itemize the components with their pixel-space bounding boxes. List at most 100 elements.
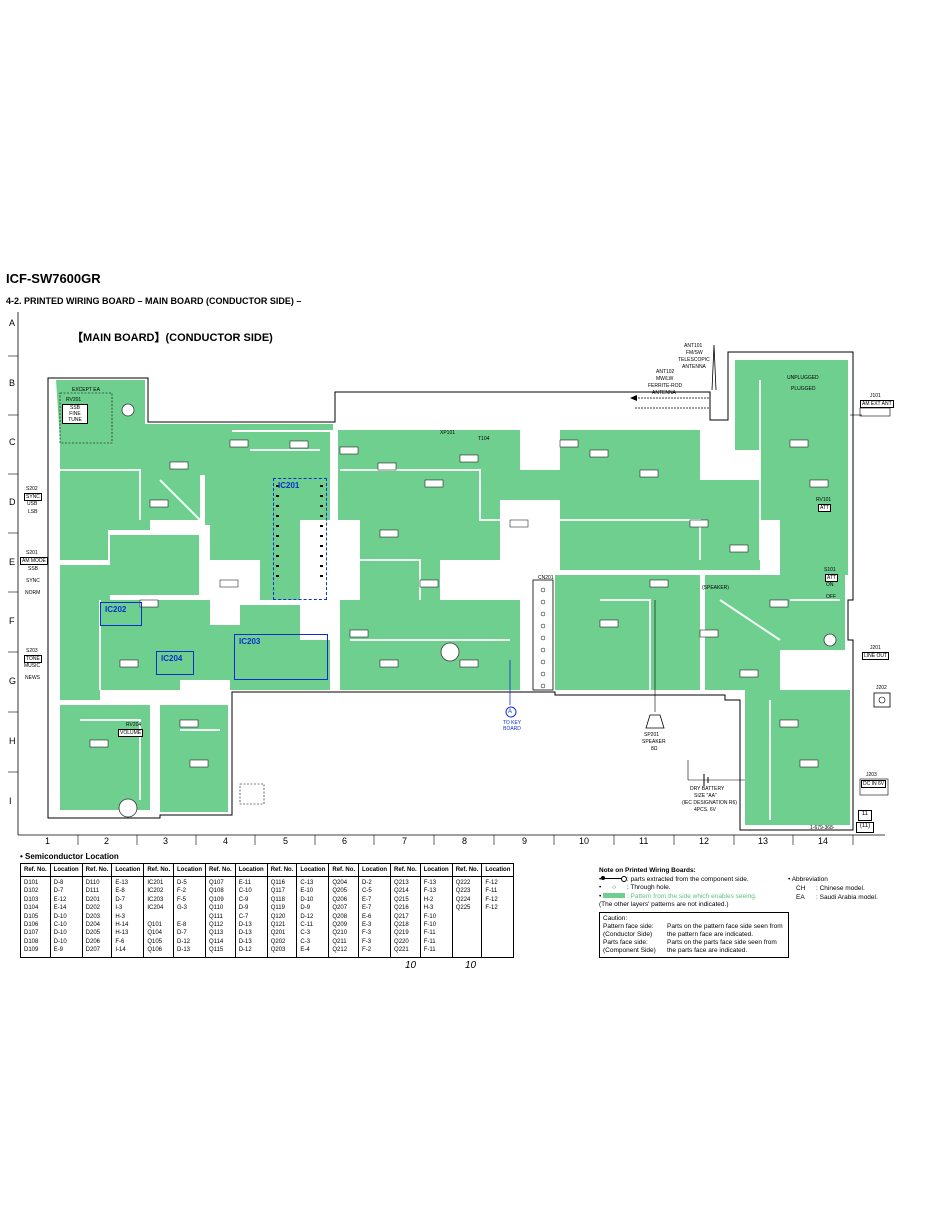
ref-no-cell: Q222 [455, 880, 471, 886]
location-cell: C-3 [300, 930, 311, 937]
pattern-face-side: Pattern face side: [603, 923, 654, 930]
battery-size-label: SIZE "AA" [694, 793, 717, 799]
ref-no-cell: Q212 [332, 947, 348, 954]
ref-no-cell: Q211 [332, 938, 347, 945]
ic201-label: IC201 [278, 481, 300, 490]
ref-no-cell: Q203 [270, 947, 286, 954]
tone-label: TONE [24, 655, 42, 663]
extracted-parts-symbol-icon [601, 876, 628, 883]
location-cell: E-14 [53, 905, 67, 912]
board-part-number: 1-679-368- [810, 825, 835, 831]
location-cell: D-9 [238, 905, 249, 912]
col-label-8: 8 [462, 836, 468, 846]
to-key-board-label: TO KEY BOARD [502, 720, 522, 732]
ref-no-cell: Q101 [147, 921, 163, 928]
ref-no-cell: Q108 [209, 888, 224, 895]
location-cell: D-10 [53, 938, 67, 945]
am-mode-label: AM MODE [20, 557, 48, 565]
notes-title: Note on Printed Wiring Boards: [599, 867, 696, 874]
location-cell: D-13 [238, 921, 252, 928]
rv204-label: RV204 [126, 722, 142, 728]
location-cell: H-13 [115, 930, 129, 937]
location-cell: E-9 [53, 947, 64, 954]
speaker-label: SPEAKER [642, 739, 666, 745]
col-label-5: 5 [283, 836, 289, 846]
location-cell: F-3 [362, 938, 372, 945]
location-cell: D-13 [238, 930, 252, 937]
music-label: MUSIC [24, 663, 41, 669]
ref-no-cell: Q214 [394, 888, 409, 895]
key-board-connector-marker: A [508, 709, 513, 715]
location-cell: D-10 [53, 930, 67, 937]
ref-no-cell: Q205 [332, 888, 348, 895]
ref-no-cell: Q204 [332, 880, 348, 886]
location-cell: D-7 [177, 930, 187, 937]
lsb-label: LSB [28, 509, 38, 515]
battery-iec-label: (IEC DESIGNATION R6) [682, 800, 737, 806]
dc-in-label: DC IN 6V [861, 780, 887, 788]
row-label-b: B [9, 378, 16, 388]
note-line-1: : parts extracted from the component sid… [626, 875, 749, 883]
wiring-board-notes: Note on Printed Wiring Boards: • : parts… [599, 867, 757, 908]
location-cell [485, 913, 510, 921]
location-cell: D-2 [362, 880, 372, 886]
col-header-ref: Ref. No. [20, 863, 51, 877]
ref-no-cell: Q117 [270, 888, 285, 895]
location-cell: F-12 [485, 905, 498, 912]
t104-label: T104 [478, 436, 490, 442]
location-cell: E-12 [53, 896, 67, 903]
ic202-label: IC202 [105, 605, 127, 614]
j203-label: J203 [866, 772, 877, 778]
parts-face-desc: Parts on the parts face side seen from t… [667, 939, 777, 954]
ic203-label: IC203 [239, 637, 261, 646]
revision-mark: 11 [858, 810, 872, 821]
ref-no-cell: Q221 [394, 947, 409, 954]
semiconductor-location-title: • Semiconductor Location [20, 852, 119, 861]
location-cell: F-11 [485, 888, 498, 895]
ref-no-cell: Q223 [455, 888, 471, 895]
location-cell: F-12 [485, 880, 498, 886]
revision-mark-paren: (11) [856, 822, 874, 833]
rv201-label: RV201 [66, 397, 82, 403]
location-cell: I-14 [115, 947, 126, 954]
col-label-4: 4 [223, 836, 229, 846]
through-hole-symbol-icon: ○ [612, 884, 617, 891]
ref-no-cell: Q105 [147, 938, 163, 945]
ref-no-cell: D105 [24, 913, 39, 920]
col-header-loc: Location [296, 863, 330, 877]
location-cell: E-10 [300, 888, 314, 895]
ref-no-cell: IC204 [147, 905, 164, 912]
ref-no-cell: D110 [85, 880, 100, 886]
ref-no-cell: Q219 [394, 930, 409, 937]
location-cell: E-6 [362, 913, 372, 920]
ref-no-cell: Q207 [332, 905, 348, 912]
ref-no-cell: Q213 [394, 880, 409, 886]
location-cell: D-13 [177, 947, 191, 954]
row-label-c: C [9, 437, 16, 447]
news-label: NEWS [25, 675, 40, 681]
location-cell: C-13 [300, 880, 314, 886]
ref-no-cell: Q119 [270, 905, 285, 912]
ref-no-cell: Q104 [147, 930, 163, 937]
location-cell: D-13 [238, 938, 252, 945]
s101-label: S101 [824, 567, 836, 573]
col-header-ref: Ref. No. [205, 863, 236, 877]
col-header-loc: Location [49, 863, 83, 877]
col-header-ref: Ref. No. [451, 863, 483, 877]
ref-no-cell: Q208 [332, 913, 348, 920]
caution-title: Caution: [603, 915, 628, 922]
location-cell: F-13 [423, 880, 437, 886]
row-label-h: H [9, 736, 16, 746]
location-cell [485, 921, 510, 929]
ref-no-cell: D201 [85, 896, 101, 903]
location-cell: E-8 [115, 888, 125, 895]
